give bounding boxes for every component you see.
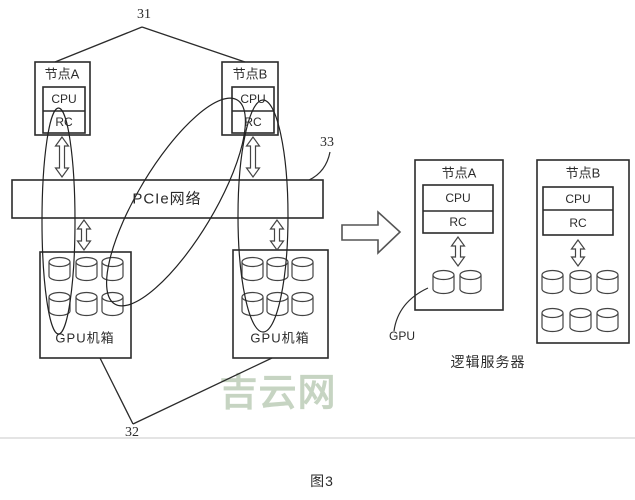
node-b-cpu-label: CPU (240, 92, 266, 106)
logical-node-b-cylinders (541, 269, 619, 333)
node-a-box (34, 61, 91, 136)
pcie-network-label: PCIe网络 (132, 190, 202, 208)
logical-server-caption: 逻辑服务器 (450, 354, 526, 370)
ref-label-32: 32 (125, 425, 139, 440)
node-a-title: 节点A (44, 66, 80, 82)
ellipse-node-a-left-chassis (41, 107, 76, 335)
double-arrows-logical (450, 235, 586, 268)
logical-node-a-cylinders (432, 269, 482, 295)
node-a-cpu-label: CPU (51, 92, 77, 106)
ref-33-pointer-curve (308, 151, 331, 181)
ref-label-31: 31 (137, 7, 151, 22)
logical-node-b-rc-label: RC (569, 216, 587, 230)
logical-node-a-rc-label: RC (449, 215, 467, 229)
logical-node-b-title: 节点B (565, 165, 601, 181)
ellipse-node-b-left-chassis (105, 97, 247, 307)
ellipse-node-b-right-chassis (237, 99, 289, 333)
ref-label-33: 33 (320, 135, 334, 150)
ref-31-pointer-lines (54, 26, 246, 63)
node-b-title: 节点B (232, 66, 268, 82)
logical-node-a-box (414, 159, 504, 311)
logical-node-b-box (536, 159, 630, 344)
transform-arrow (341, 210, 402, 255)
gpu-cylinders-left-chassis (48, 256, 124, 317)
node-a-rc-label: RC (55, 115, 73, 129)
separator-line (0, 437, 635, 439)
gpu-chassis-left-label: GPU机箱 (55, 330, 115, 346)
pcie-network-bar (11, 179, 324, 219)
node-b-rc-label: RC (244, 115, 262, 129)
watermark: 吉云网 (219, 372, 337, 415)
logical-node-a-cpu-label: CPU (445, 191, 471, 205)
double-arrows-physical (54, 135, 285, 252)
gpu-chassis-right-label: GPU机箱 (250, 330, 310, 346)
gpu-pointer-curve (393, 287, 429, 332)
gpu-pointer-label: GPU (388, 329, 416, 343)
node-b-box (221, 61, 279, 136)
logical-node-a-title: 节点A (441, 165, 477, 181)
logical-node-b-cpu-label: CPU (565, 192, 591, 206)
grouping-ellipses (41, 97, 289, 335)
gpu-chassis-left-box (39, 251, 132, 359)
ref-32-pointer-lines (99, 357, 273, 425)
gpu-chassis-right-box (232, 249, 329, 359)
gpu-cylinders-right-chassis (241, 256, 314, 317)
figure-caption: 图3 (310, 473, 334, 489)
